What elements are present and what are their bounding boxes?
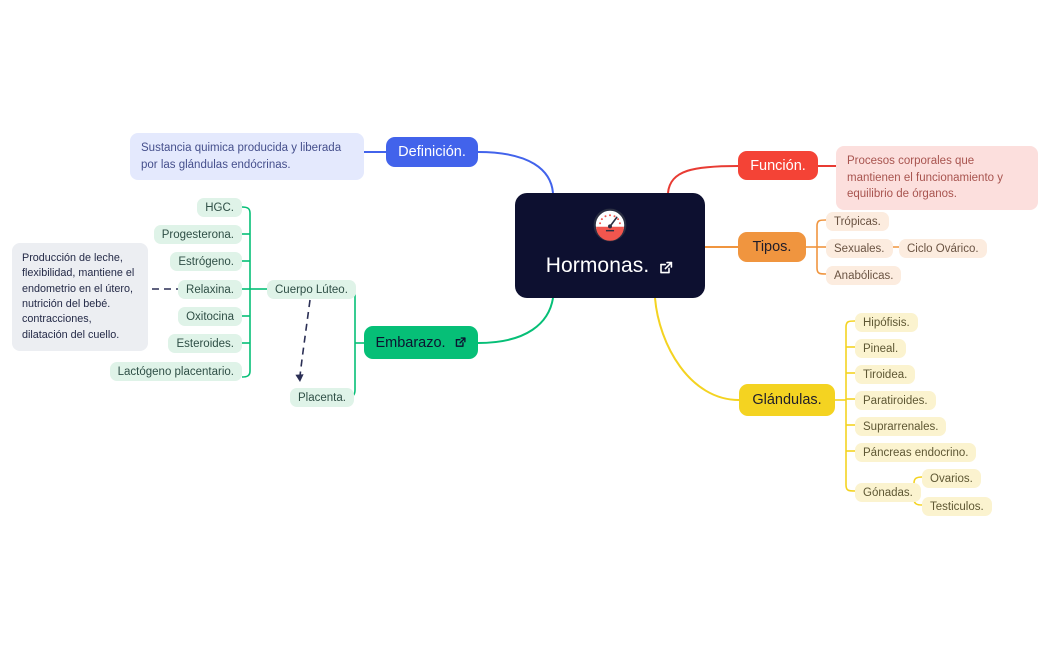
leaf-hormona-esteroides[interactable]: Esteroides. [168, 334, 242, 353]
leaf-gonadas[interactable]: Gónadas. [855, 483, 921, 502]
leaf-hormona-lactogeno-placentario[interactable]: Lactógeno placentario. [109, 362, 242, 381]
branch-node-tipos[interactable]: Tipos. [738, 232, 806, 262]
branch-label-glandulas: Glándulas. [752, 392, 822, 408]
leaf-testiculos[interactable]: Testiculos. [922, 497, 992, 516]
description-definicion: Sustancia quimica producida y liberada p… [130, 133, 364, 181]
leaf-ovarios[interactable]: Ovarios. [922, 469, 981, 488]
root-node-label-wrap: Hormonas. [546, 254, 675, 278]
branch-label-definicion: Definición. [398, 144, 466, 160]
branch-label-embarazo: Embarazo. [375, 334, 446, 351]
leaf-pancreas-endocrino[interactable]: Páncreas endocrino. [855, 443, 977, 462]
leaf-placenta[interactable]: Placenta. [290, 388, 354, 407]
branch-node-embarazo[interactable]: Embarazo. [364, 326, 478, 359]
external-link-icon-embarazo[interactable] [454, 336, 467, 349]
leaf-tropicas[interactable]: Trópicas. [826, 212, 889, 231]
leaf-paratiroides[interactable]: Paratiroides. [855, 391, 936, 410]
leaf-hormona-progesterona[interactable]: Progesterona. [153, 225, 242, 244]
note-callout-hormonas-embarazo: Producción de leche, flexibilidad, manti… [12, 243, 148, 351]
leaf-tiroidea[interactable]: Tiroidea. [855, 365, 916, 384]
leaf-anabolicas[interactable]: Anabólicas. [826, 266, 902, 285]
gauge-icon [592, 207, 628, 243]
root-node-label: Hormonas. [545, 254, 650, 277]
root-node-hormonas[interactable]: Hormonas. [515, 193, 705, 298]
leaf-hormona-estrogeno[interactable]: Estrógeno. [170, 252, 242, 271]
branch-node-funcion[interactable]: Función. [738, 151, 818, 180]
leaf-suprarrenales[interactable]: Suprarrenales. [855, 417, 947, 436]
leaf-pineal[interactable]: Pineal. [855, 339, 907, 358]
leaf-ciclo-ovarico[interactable]: Ciclo Ovárico. [899, 239, 987, 258]
leaf-hormona-hgc[interactable]: HGC. [197, 198, 242, 217]
leaf-hipofisis[interactable]: Hipófisis. [855, 313, 918, 332]
description-funcion: Procesos corporales que mantienen el fun… [836, 146, 1038, 211]
leaf-hormona-oxitocina[interactable]: Oxitocina [178, 307, 242, 326]
branch-node-glandulas[interactable]: Glándulas. [739, 384, 835, 416]
branch-label-funcion: Función. [750, 157, 806, 174]
leaf-hormona-relaxina[interactable]: Relaxina. [178, 280, 242, 299]
external-link-icon[interactable] [658, 258, 674, 274]
leaf-cuerpo-luteo[interactable]: Cuerpo Lúteo. [267, 280, 356, 299]
branch-label-tipos: Tipos. [752, 239, 792, 255]
leaf-sexuales[interactable]: Sexuales. [826, 239, 893, 258]
branch-node-definicion[interactable]: Definición. [386, 137, 478, 167]
